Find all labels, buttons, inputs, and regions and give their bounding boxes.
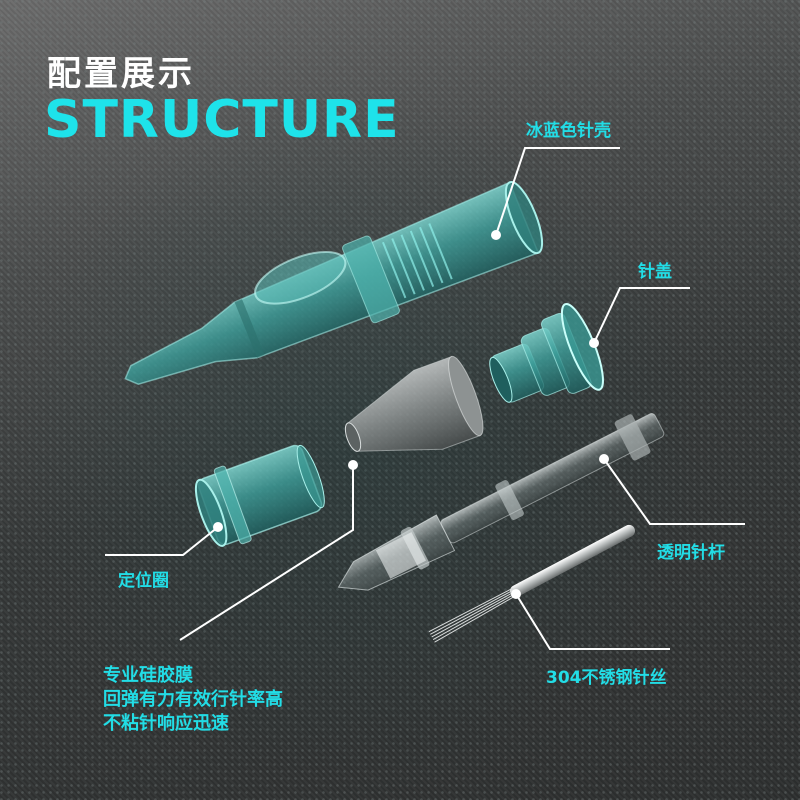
dot-membrane (348, 460, 358, 470)
membrane-line: 回弹有力有效行针率高 (103, 689, 283, 710)
silicone-membrane (344, 355, 484, 452)
leader-cap (593, 287, 690, 344)
dot-rod (599, 454, 609, 464)
label-positioning-ring: 定位圈 (118, 571, 169, 591)
membrane-description: 专业硅胶膜 回弹有力有效行针率高 不粘针响应迅速 (103, 664, 283, 736)
dot-ring (213, 522, 223, 532)
dot-needle (511, 589, 521, 599)
membrane-line: 专业硅胶膜 (103, 665, 193, 686)
membrane-line: 不粘针响应迅速 (103, 713, 229, 734)
leader-shell (495, 147, 620, 236)
heading-chinese: 配置展示 (47, 54, 195, 94)
leader-membrane (179, 465, 354, 641)
label-needle-shell: 冰蓝色针壳 (526, 121, 611, 141)
leader-dots (213, 230, 609, 599)
needle-cap (489, 303, 604, 403)
dot-cap (589, 338, 599, 348)
leader-rod (603, 458, 745, 525)
needle-shell (124, 181, 544, 385)
heading-structure: STRUCTURE (44, 90, 400, 150)
leader-needle (515, 593, 670, 650)
label-steel-needle: 304不锈钢针丝 (546, 668, 667, 688)
steel-needle (428, 524, 636, 643)
leader-ring (105, 526, 219, 556)
label-needle-cap: 针盖 (638, 262, 672, 282)
leader-lines (105, 147, 745, 650)
transparent-rod (337, 413, 665, 591)
label-transparent-rod: 透明针杆 (657, 543, 725, 563)
dot-shell (491, 230, 501, 240)
positioning-ring (194, 444, 325, 547)
